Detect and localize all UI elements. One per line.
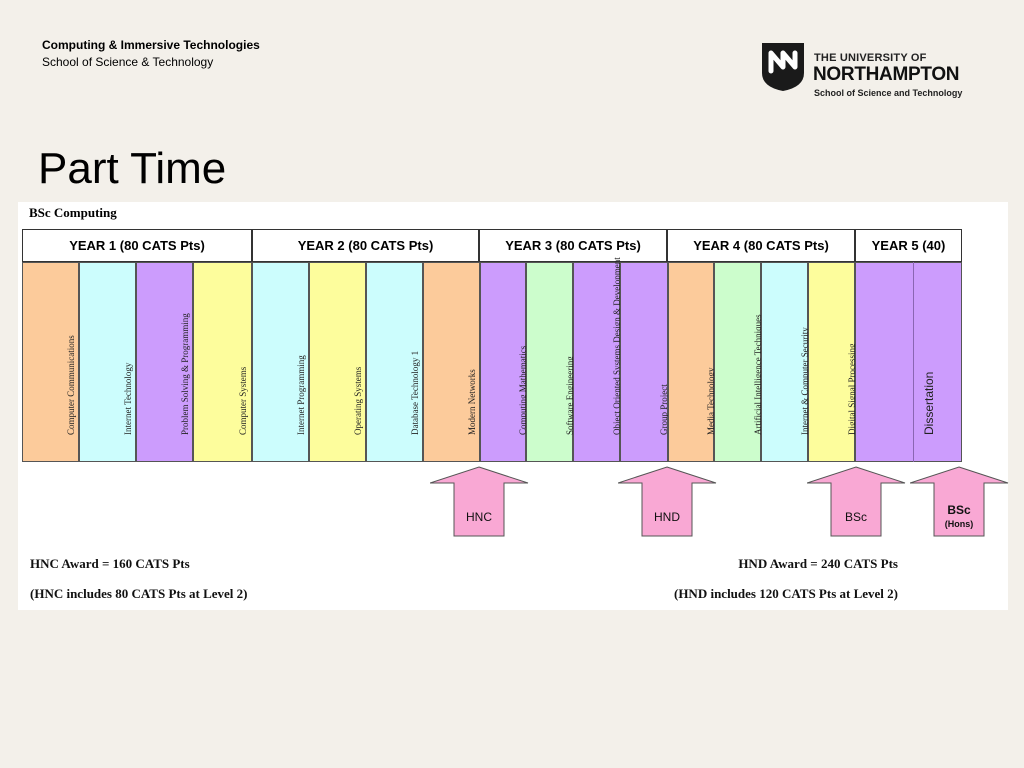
module-column: Computing Mathematics [480, 262, 528, 462]
arrow-sublabel: (Hons) [945, 519, 974, 529]
diagram-title: BSc Computing [29, 205, 117, 220]
module-column: Software Engineering [526, 262, 575, 462]
module-column: Computer Communications [22, 262, 79, 462]
slide-title: Part Time [38, 144, 227, 193]
university-crest-icon [762, 43, 804, 91]
logo-line-1: THE UNIVERSITY OF [814, 52, 927, 64]
department-name: Computing & Immersive Technologies [42, 38, 260, 52]
dissertation-divider [913, 262, 914, 462]
hnc-detail-note: (HNC includes 80 CATS Pts at Level 2) [30, 586, 248, 601]
year-5-header: YEAR 5 (40) [855, 229, 962, 262]
hnd-detail-note: (HND includes 120 CATS Pts at Level 2) [673, 586, 898, 601]
course-diagram: BSc Computing YEAR 1 (80 CATS Pts) YEAR … [18, 202, 1009, 610]
arrow-label: BSc [845, 510, 867, 524]
module-column: Artificial Intelligence Techniques [714, 262, 763, 462]
module-column: Group Project [620, 262, 669, 462]
module-column: Internet & Computer Security [761, 262, 810, 462]
module-column: Dissertation [855, 262, 962, 462]
hnd-arrow: HND [618, 466, 717, 537]
module-column: Database Technology 1 [366, 262, 423, 462]
year-3-header: YEAR 3 (80 CATS Pts) [479, 229, 667, 262]
module-label: Dissertation [921, 371, 936, 435]
module-column: Object Oriented Systems Design & Develop… [573, 257, 622, 462]
module-column: Internet Technology [79, 262, 136, 462]
module-column: Digital Signal Processing [808, 262, 857, 462]
bsc-arrow: BSc [807, 466, 906, 537]
bsc-hons-arrow: BSc (Hons) [910, 466, 1009, 537]
module-column: Computer Systems [193, 262, 252, 462]
arrow-label: BSc [947, 503, 971, 517]
hnc-award-note: HNC Award = 160 CATS Pts [30, 556, 190, 571]
university-logo: THE UNIVERSITY OF NORTHAMPTON School of … [758, 38, 998, 102]
school-name: School of Science & Technology [42, 55, 214, 69]
arrow-label: HND [654, 510, 680, 524]
module-column: Operating Systems [309, 262, 366, 462]
module-column: Media Technology [668, 262, 716, 462]
year-4-header: YEAR 4 (80 CATS Pts) [667, 229, 855, 262]
year-2-header: YEAR 2 (80 CATS Pts) [252, 229, 479, 262]
module-column: Modern Networks [423, 262, 480, 462]
hnd-award-note: HND Award = 240 CATS Pts [738, 556, 898, 571]
hnc-arrow: HNC [430, 466, 529, 537]
year-1-header: YEAR 1 (80 CATS Pts) [22, 229, 252, 262]
module-column: Internet Programming [252, 262, 309, 462]
module-column: Problem Solving & Programming [136, 262, 193, 462]
arrow-label: HNC [466, 510, 492, 524]
logo-line-2: NORTHAMPTON [813, 64, 960, 85]
logo-line-3: School of Science and Technology [814, 88, 963, 98]
